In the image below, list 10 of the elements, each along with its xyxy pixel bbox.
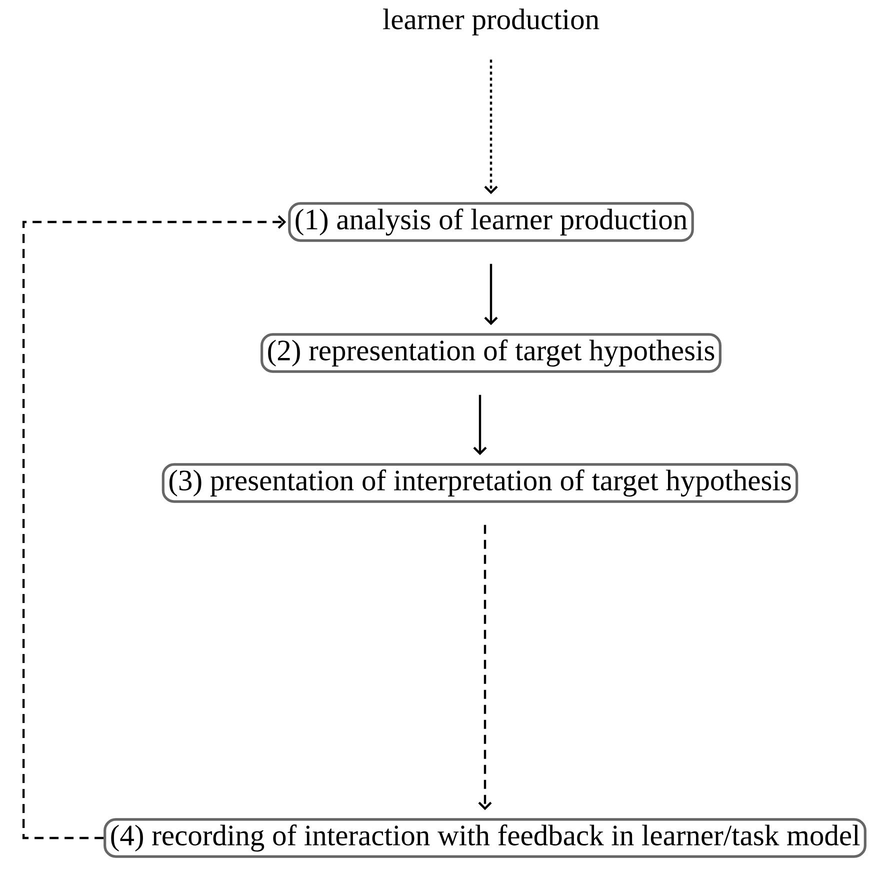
process-box: (4) recording of interaction with feedback in learner/task model	[104, 818, 866, 858]
process-box: (3) presentation of interpretation of target hypothesis	[162, 463, 798, 503]
process-box: (2) representation of target hypothesis	[260, 333, 722, 373]
process-box: (1) analysis of learner production	[288, 202, 694, 242]
arrow	[22, 215, 286, 840]
input-label: learner production	[383, 8, 600, 36]
arrow	[484, 264, 498, 326]
arrow	[473, 394, 487, 456]
arrow	[478, 524, 492, 810]
arrow	[484, 60, 498, 194]
